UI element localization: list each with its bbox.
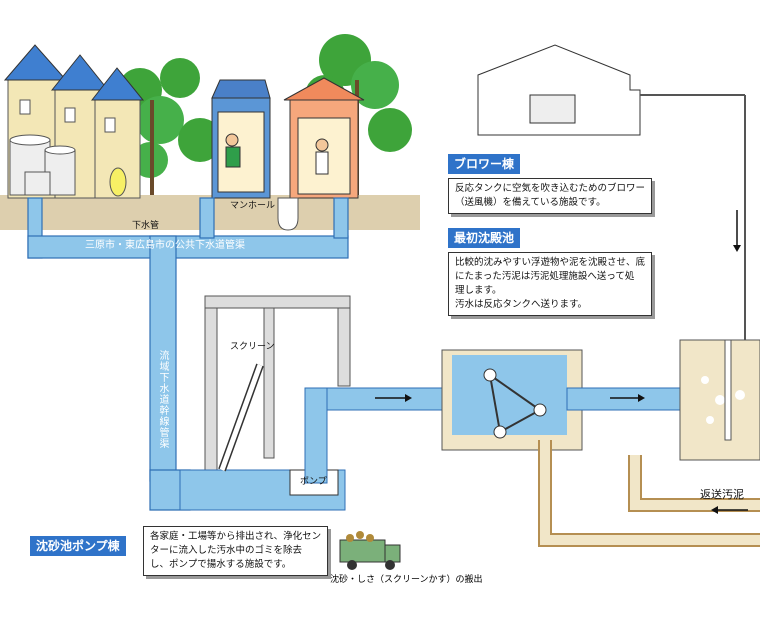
shop-pink bbox=[283, 77, 365, 199]
label-public-sewer: 三原市・東広島市の公共下水道管渠 bbox=[85, 240, 245, 251]
desc-grit-pump: 各家庭・工場等から排出され、浄化セン ターに流入した汚水中のゴミを除去 し、ポン… bbox=[143, 526, 329, 576]
desc-primary: 比較的沈みやすい浮遊物や泥を沈殿させ、底 にたまった汚泥は汚泥処理施設へ送って処… bbox=[448, 252, 653, 316]
desc-primary-line-3: 理します。 bbox=[455, 285, 502, 296]
label-trunk-sewer: 流域下水道幹線管渠 bbox=[157, 350, 168, 449]
desc-grit-pump-line-1: 各家庭・工場等から排出され、浄化セン bbox=[150, 531, 322, 542]
primary-sedimentation-tank bbox=[441, 349, 698, 451]
houses bbox=[3, 44, 145, 199]
blower-building bbox=[477, 44, 746, 340]
return-sludge-pipes bbox=[538, 440, 760, 547]
shop-blue bbox=[211, 79, 271, 199]
desc-blower-line-2: （送風機）を備えている施設です。 bbox=[455, 197, 606, 208]
sewer-pipes bbox=[27, 197, 349, 511]
title-grit-pump: 沈砂池ポンプ棟 bbox=[30, 536, 126, 556]
connecting-pipe bbox=[304, 387, 446, 484]
reaction-tank bbox=[679, 339, 760, 461]
label-pump: ポンプ bbox=[300, 477, 327, 487]
desc-primary-line-2: にたまった汚泥は汚泥処理施設へ送って処 bbox=[455, 271, 635, 282]
title-primary: 最初沈殿池 bbox=[448, 228, 521, 248]
desc-blower: 反応タンクに空気を吹き込むためのブロワー （送風機）を備えている施設です。 bbox=[448, 178, 653, 214]
desc-grit-pump-line-3: し、ポンプで揚水する施設です。 bbox=[150, 559, 292, 570]
manhole bbox=[277, 197, 299, 231]
trees bbox=[118, 34, 412, 195]
truck bbox=[339, 531, 401, 570]
desc-primary-line-4: 汚水は反応タンクへ送ります。 bbox=[455, 299, 588, 310]
label-screen: スクリーン bbox=[230, 342, 275, 352]
desc-primary-line-1: 比較的沈みやすい浮遊物や泥を沈殿させ、底 bbox=[455, 257, 646, 268]
label-manhole: マンホール bbox=[230, 201, 276, 211]
label-truck-caption: 沈砂・しさ（スクリーンかす）の搬出 bbox=[330, 575, 483, 585]
desc-blower-line-1: 反応タンクに空気を吹き込むためのブロワー bbox=[455, 183, 646, 194]
desc-grit-pump-line-2: ターに流入した汚水中のゴミを除去 bbox=[150, 545, 303, 556]
title-blower: ブロワー棟 bbox=[448, 154, 521, 174]
label-sewer-pipe: 下水管 bbox=[132, 221, 160, 231]
label-return-sludge: 返送汚泥 bbox=[700, 488, 744, 501]
